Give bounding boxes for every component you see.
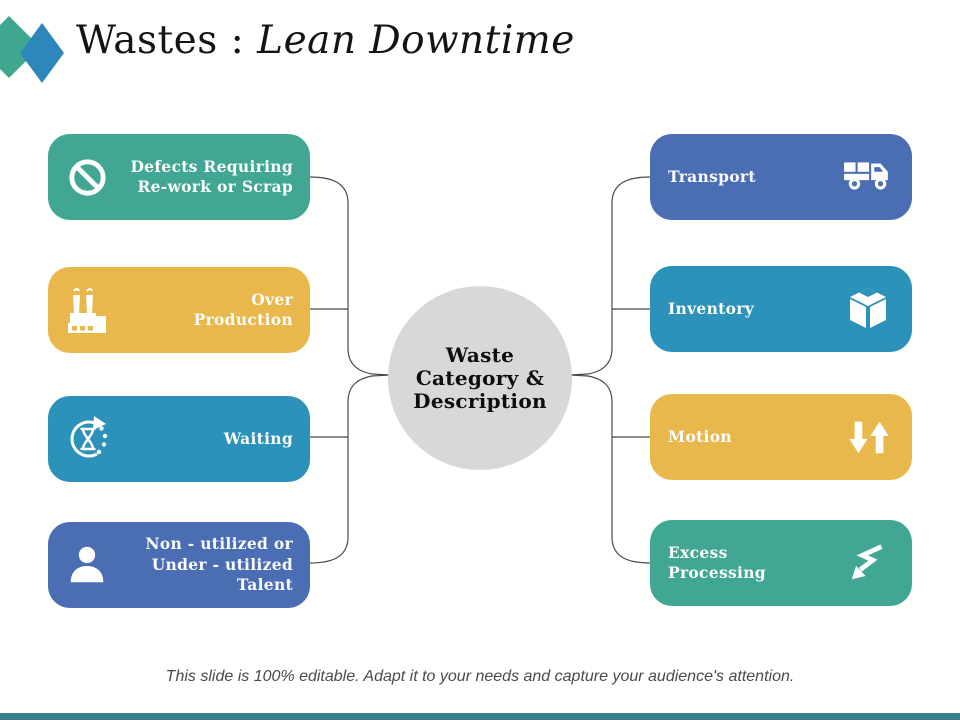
lightning-arrow-icon <box>846 540 892 586</box>
waste-box-transport: Transport <box>650 134 912 220</box>
center-category-circle: Waste Category & Description <box>388 286 572 470</box>
bottom-accent-bar <box>0 713 960 720</box>
person-icon <box>64 542 110 588</box>
up-down-arrows-icon <box>846 415 892 459</box>
factory-icon <box>64 286 112 334</box>
waste-box-label: Over Production <box>193 289 293 329</box>
page-title-italic: Lean Downtime <box>257 18 575 63</box>
waste-box-label: Motion <box>668 426 732 446</box>
editable-note: This slide is 100% editable. Adapt it to… <box>165 668 795 685</box>
waste-box-label: Excess Processing <box>668 542 766 582</box>
hourglass-cycle-icon <box>64 415 112 463</box>
waste-box-label: Non - utilized or Under - utilized Talen… <box>145 534 293 595</box>
waste-box-label: Inventory <box>668 298 755 318</box>
center-label-line2: Category & <box>415 365 545 390</box>
waste-box-defects: Defects Requiring Re-work or Scrap <box>48 134 310 220</box>
waste-box-talent: Non - utilized or Under - utilized Talen… <box>48 522 310 608</box>
brand-diamond-logo <box>0 16 64 83</box>
waste-box-motion: Motion <box>650 394 912 480</box>
waste-box-label: Waiting <box>223 428 293 448</box>
waste-box-inventory: Inventory <box>650 266 912 352</box>
center-label-line1: Waste <box>445 342 515 367</box>
waste-box-overproduction: Over Production <box>48 267 310 353</box>
waste-box-label: Transport <box>668 166 756 186</box>
waste-box-excess-processing: Excess Processing <box>650 520 912 606</box>
page-title-regular: Wastes : <box>76 18 258 63</box>
package-icon <box>844 284 892 334</box>
page-title: Wastes : Lean Downtime <box>76 18 575 63</box>
truck-icon <box>842 156 892 198</box>
waste-box-waiting: Waiting <box>48 396 310 482</box>
waste-box-label: Defects Requiring Re-work or Scrap <box>130 156 293 196</box>
no-entry-icon <box>64 154 111 201</box>
center-label-line3: Description <box>413 388 547 413</box>
